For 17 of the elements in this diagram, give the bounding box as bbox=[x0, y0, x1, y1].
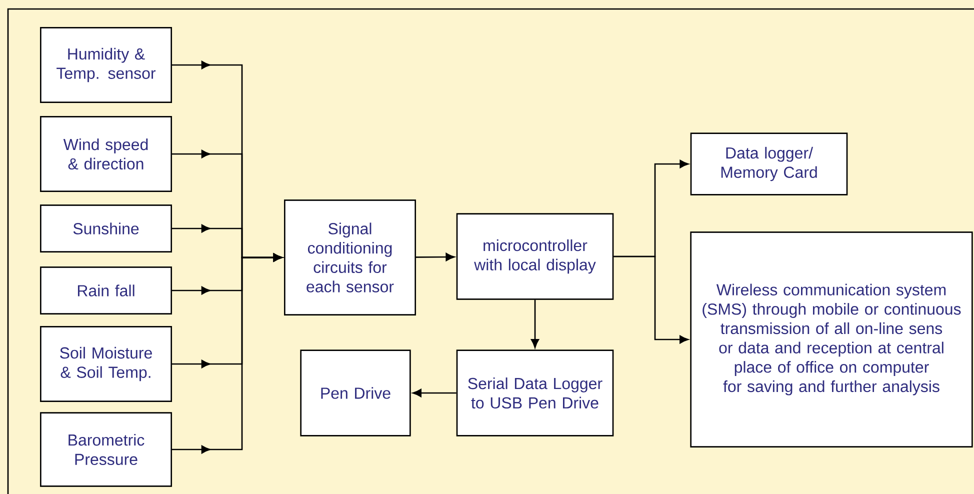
process-box: Pen Drive bbox=[300, 350, 411, 436]
process-box: Soil Moisture & Soil Temp. bbox=[40, 326, 172, 402]
process-box: Signal conditioning circuits for each sensor bbox=[284, 200, 416, 316]
process-box: Sunshine bbox=[40, 204, 172, 252]
arrow bbox=[172, 253, 282, 454]
process-box: Humidity & Temp. sensor bbox=[40, 27, 172, 103]
process-box: Data logger/ Memory Card bbox=[690, 132, 848, 196]
arrow bbox=[530, 300, 540, 348]
process-box: microcontroller with local display bbox=[456, 213, 614, 300]
process-box: Barometric Pressure bbox=[40, 412, 172, 487]
process-box: Wireless communication system (SMS) through mobile or continuous transmission of all on-line sens or data and reception at central place of office on computer for saving and further analysis bbox=[690, 232, 973, 448]
process-box: Rain fall bbox=[40, 266, 172, 314]
process-box: Wind speed & direction bbox=[40, 116, 172, 192]
arrow bbox=[416, 252, 455, 262]
arrow bbox=[614, 256, 688, 344]
process-box: Serial Data Logger to USB Pen Drive bbox=[456, 350, 614, 436]
arrow bbox=[412, 388, 456, 398]
